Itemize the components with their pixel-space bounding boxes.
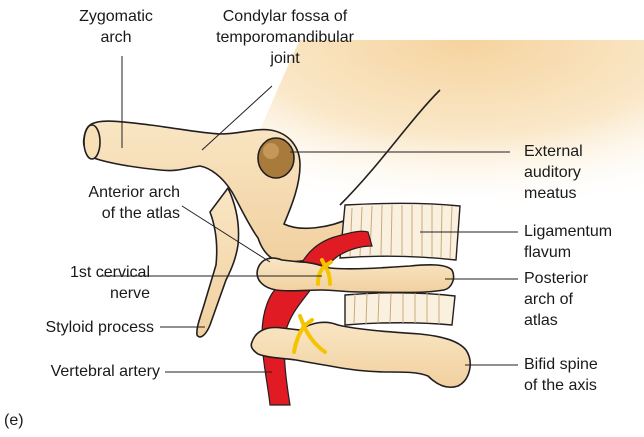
ligamentum-flavum (340, 203, 460, 325)
zygomatic-arch-end (84, 125, 100, 159)
label-bifid-spine-axis: Bifid spine of the axis (524, 354, 598, 396)
label-styloid-process: Styloid process (4, 317, 154, 338)
external-auditory-meatus (258, 138, 294, 178)
label-zygomatic-arch: Zygomatic arch (60, 6, 172, 48)
label-external-auditory-meatus: External auditory meatus (524, 141, 583, 204)
label-first-cervical-nerve: 1st cervical nerve (10, 262, 150, 304)
label-ligamentum-flavum: Ligamentum flavum (524, 221, 612, 263)
label-posterior-arch-atlas: Posterior arch of atlas (524, 268, 588, 331)
styloid-process-bone (197, 188, 239, 337)
atlas-vertebra (257, 258, 453, 292)
label-condylar-fossa: Condylar fossa of temporomandibular join… (180, 6, 390, 69)
label-anterior-arch-atlas: Anterior arch of the atlas (20, 182, 180, 224)
panel-letter: (e) (4, 410, 24, 431)
label-vertebral-artery: Vertebral artery (4, 361, 160, 382)
